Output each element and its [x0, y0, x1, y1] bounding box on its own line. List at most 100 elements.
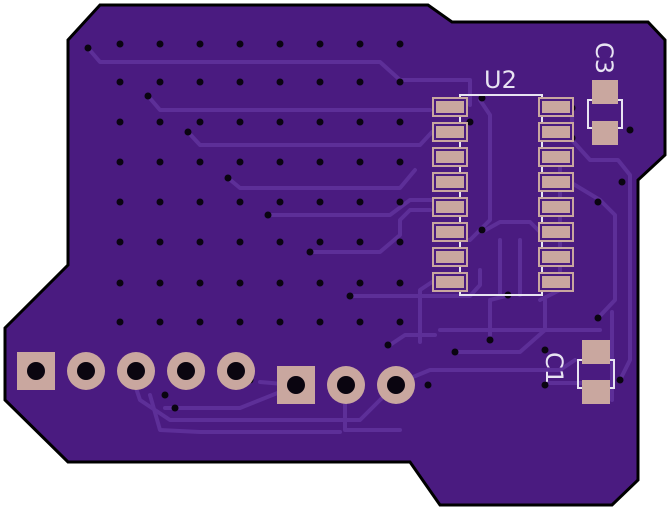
u2-pad-border	[540, 124, 572, 140]
via	[396, 158, 404, 166]
u2-label: U2	[484, 66, 517, 94]
u2-pad-right	[538, 172, 574, 192]
via	[396, 238, 404, 246]
via	[116, 158, 124, 166]
c1-label: C1	[540, 352, 568, 384]
via	[316, 238, 324, 246]
via	[276, 78, 284, 86]
via	[276, 238, 284, 246]
via	[236, 279, 244, 287]
u2-pad-border	[434, 224, 466, 240]
c3-capacitor: C3	[587, 42, 623, 145]
u2-pad-right	[538, 147, 574, 167]
u2-pad-border	[540, 224, 572, 240]
u2-pad-right	[538, 197, 574, 217]
c1-capacitor: C1	[540, 340, 615, 404]
via	[316, 118, 324, 126]
u2-ic: U2	[432, 66, 574, 296]
via	[156, 78, 164, 86]
u2-pad-left	[432, 97, 468, 117]
u2-pad-right	[538, 122, 574, 142]
u2-pad-right	[538, 272, 574, 292]
via	[196, 118, 204, 126]
via	[156, 198, 164, 206]
via	[396, 198, 404, 206]
via	[196, 238, 204, 246]
u2-pad-border	[540, 99, 572, 115]
c3-label: C3	[590, 42, 618, 74]
via	[196, 40, 204, 48]
via	[236, 318, 244, 326]
via	[396, 279, 404, 287]
via	[356, 279, 364, 287]
u2-pad-right	[538, 247, 574, 267]
via	[396, 118, 404, 126]
via	[276, 279, 284, 287]
via	[316, 279, 324, 287]
header-right-3pin	[277, 366, 415, 404]
via	[196, 158, 204, 166]
u2-pads	[432, 97, 574, 292]
u2-pad-left	[432, 122, 468, 142]
via	[196, 198, 204, 206]
via	[116, 238, 124, 246]
via	[156, 158, 164, 166]
header-left-5pin	[17, 352, 255, 390]
via	[316, 78, 324, 86]
u2-pad-border	[434, 274, 466, 290]
via	[116, 40, 124, 48]
u2-pad-left	[432, 222, 468, 242]
via	[156, 238, 164, 246]
u2-pad-border	[540, 199, 572, 215]
u2-pad-left	[432, 172, 468, 192]
via	[356, 118, 364, 126]
via	[396, 78, 404, 86]
via	[236, 158, 244, 166]
u2-pad-border	[540, 149, 572, 165]
u2-pad-border	[434, 249, 466, 265]
via	[276, 318, 284, 326]
u2-pad-left	[432, 272, 468, 292]
via	[356, 318, 364, 326]
via	[356, 40, 364, 48]
via	[116, 318, 124, 326]
via	[236, 198, 244, 206]
u2-pad-border	[434, 199, 466, 215]
via	[236, 118, 244, 126]
u2-pad-border	[540, 174, 572, 190]
via	[196, 279, 204, 287]
via	[116, 78, 124, 86]
via	[316, 198, 324, 206]
via	[156, 318, 164, 326]
via	[276, 40, 284, 48]
u2-pad-right	[538, 222, 574, 242]
via	[356, 238, 364, 246]
via	[396, 318, 404, 326]
via-grid	[116, 40, 404, 326]
u2-pad-border	[540, 274, 572, 290]
u2-pad-left	[432, 247, 468, 267]
via	[116, 198, 124, 206]
u2-pad-left	[432, 197, 468, 217]
via	[316, 158, 324, 166]
via	[236, 78, 244, 86]
u2-pad-border	[434, 99, 466, 115]
via	[396, 40, 404, 48]
via	[116, 279, 124, 287]
via	[276, 198, 284, 206]
u2-pad-border	[434, 124, 466, 140]
via	[236, 238, 244, 246]
u2-pad-border	[434, 149, 466, 165]
via	[316, 318, 324, 326]
via	[156, 40, 164, 48]
via	[356, 78, 364, 86]
via	[156, 118, 164, 126]
u2-pad-right	[538, 97, 574, 117]
via	[196, 78, 204, 86]
via	[356, 198, 364, 206]
via	[276, 118, 284, 126]
via	[356, 158, 364, 166]
via	[236, 40, 244, 48]
